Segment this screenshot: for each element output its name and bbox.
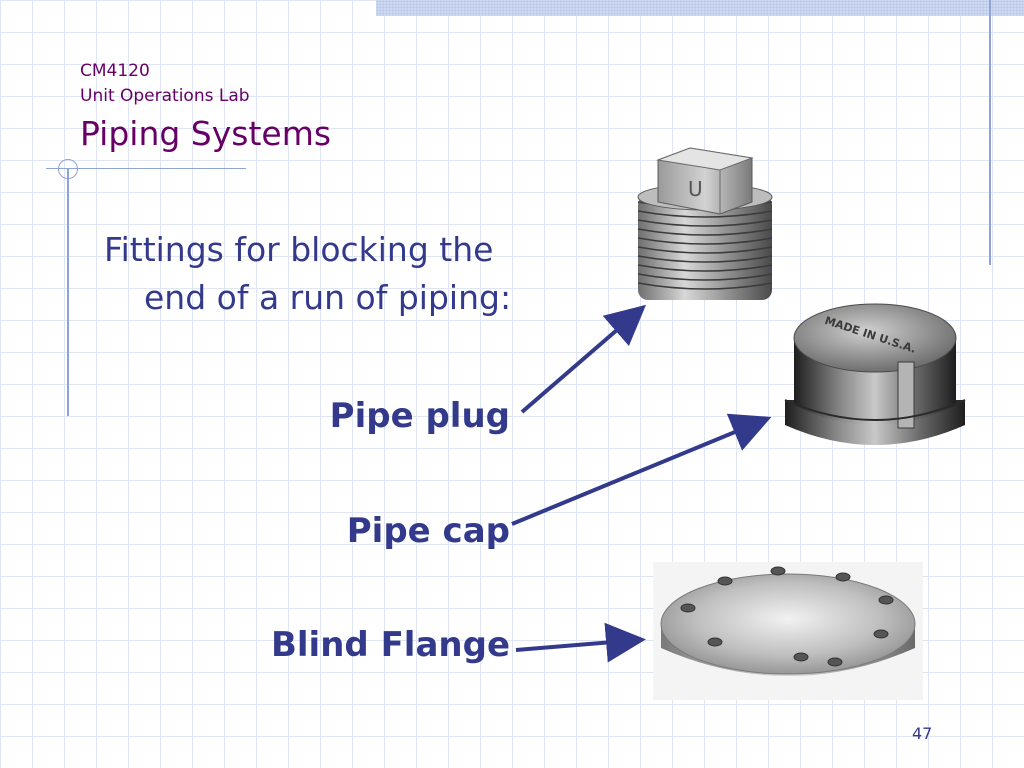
plug-mark-text: U bbox=[688, 177, 703, 201]
arrow-to-blind-flange bbox=[515, 622, 646, 663]
body-text: Fittings for blocking the end of a run o… bbox=[104, 230, 512, 317]
pipe-cap-label: Pipe cap bbox=[346, 511, 510, 551]
course-name: Unit Operations Lab bbox=[80, 86, 250, 106]
title-underline bbox=[46, 168, 246, 169]
decorative-circle bbox=[58, 159, 78, 179]
left-decorative-line bbox=[67, 168, 69, 416]
course-header: CM4120 Unit Operations Lab bbox=[80, 59, 250, 109]
blind-flange-image bbox=[653, 562, 923, 700]
flange-bolt-holes bbox=[680, 566, 894, 667]
pipe-plug-image: U bbox=[637, 147, 773, 300]
pipe-cap-image: MADE IN U.S.A. bbox=[784, 303, 966, 445]
page-number: 47 bbox=[912, 724, 933, 743]
blind-flange-label: Blind Flange bbox=[270, 625, 510, 665]
right-decorative-line bbox=[989, 0, 991, 265]
top-decorative-band bbox=[376, 0, 1024, 16]
arrow-to-pipe-cap bbox=[511, 413, 772, 526]
arrow-to-pipe-plug bbox=[520, 304, 647, 414]
course-code: CM4120 bbox=[80, 61, 150, 81]
pipe-plug-label: Pipe plug bbox=[329, 396, 510, 436]
slide-title: Piping Systems bbox=[80, 114, 332, 153]
